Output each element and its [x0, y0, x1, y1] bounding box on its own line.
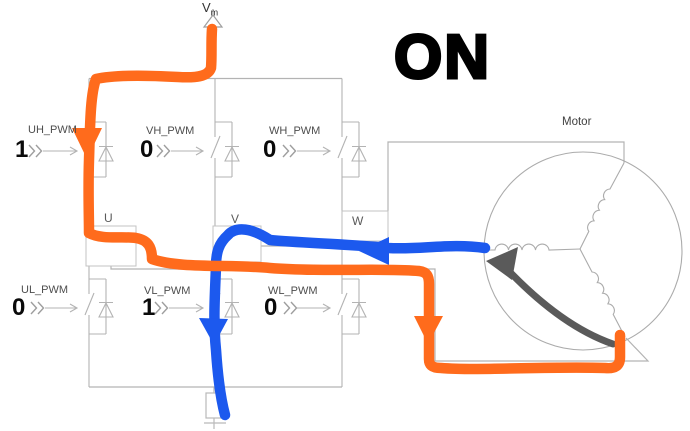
switch-icon [84, 266, 107, 387]
node-box-w [341, 210, 389, 242]
value-vl-pwm: 1 [142, 294, 156, 321]
gate-arrow-icon [322, 303, 332, 313]
state-title: ON [393, 23, 491, 92]
label-wh-pwm: WH_PWM [269, 125, 321, 137]
current-arrow-icon [414, 316, 443, 344]
diode-icon [351, 301, 367, 318]
input-port-icon [156, 144, 171, 158]
node-box-u [85, 225, 137, 267]
node-label-w: W [352, 214, 364, 228]
diode-icon [98, 301, 114, 318]
input-port-icon [28, 144, 43, 158]
gate-arrow-icon [69, 303, 79, 313]
value-ul-pwm: 0 [12, 294, 26, 321]
input-port-icon [283, 301, 298, 315]
label-vl-pwm: VL_PWM [144, 285, 191, 297]
switch-vh [156, 78, 240, 226]
supply-voltage-sub: m [210, 7, 219, 18]
current-arrow-icon [199, 318, 228, 345]
stator-winding-w [579, 162, 625, 250]
input-port-icon [282, 144, 297, 158]
supply-voltage-label: Vm [202, 0, 218, 18]
label-wl-pwm: WL_PWM [268, 285, 318, 297]
node-label-u: U [104, 211, 113, 225]
node-label-v: V [231, 212, 240, 226]
gate-arrow-icon [69, 146, 79, 156]
value-wl-pwm: 0 [264, 294, 278, 321]
gate-arrow-icon [322, 146, 332, 156]
label-uh-pwm: UH_PWM [28, 124, 77, 136]
input-port-icon [154, 301, 169, 315]
motor-label: Motor [562, 116, 592, 128]
w-phase-wire [387, 141, 625, 211]
value-vh-pwm: 0 [140, 136, 154, 163]
rotation-arrow-icon [486, 247, 617, 348]
switch-wl [283, 278, 367, 387]
u-phase-current-path [72, 23, 626, 375]
value-wh-pwm: 0 [263, 136, 277, 163]
switch-vl [154, 262, 240, 387]
v-phase-current-path [199, 224, 491, 421]
label-vh-pwm: VH_PWM [146, 125, 195, 137]
diode-icon [351, 145, 367, 162]
label-ul-pwm: UL_PWM [21, 284, 69, 296]
diode-icon [224, 301, 240, 318]
gate-arrow-icon [195, 146, 205, 156]
current-stroke [83, 23, 626, 375]
stator-winding-v [484, 243, 581, 251]
diode-icon [224, 145, 240, 162]
switch-ul [30, 266, 114, 387]
switch-icon [210, 78, 233, 226]
gate-arrow-icon [195, 303, 205, 313]
u-phase-wire [110, 266, 650, 362]
supply-voltage-base: V [202, 0, 211, 15]
switch-uh [28, 78, 114, 226]
current-arrow-icon [72, 128, 102, 159]
diode-icon [98, 145, 114, 162]
input-port-icon [30, 301, 45, 315]
switch-icon [337, 278, 360, 387]
motor [483, 151, 683, 351]
current-arrow-icon [359, 237, 389, 265]
value-uh-pwm: 1 [15, 136, 29, 163]
stator-winding-u [579, 248, 626, 338]
